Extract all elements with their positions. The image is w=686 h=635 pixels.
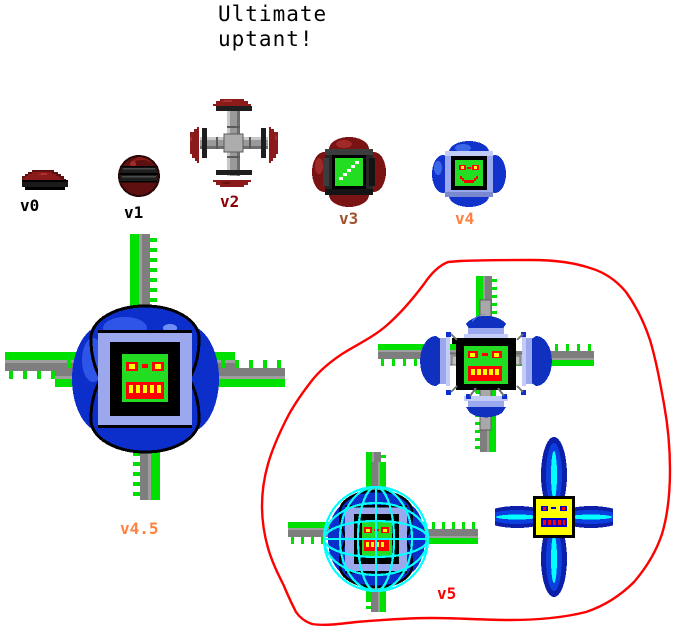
dome-sprite-v0 — [22, 166, 68, 194]
sprite-label-v3: v3 — [339, 209, 359, 228]
sprite-label-v4: v4 — [455, 209, 475, 228]
cross-sprite-v2 — [186, 96, 282, 190]
sprite-label-v0: v0 — [20, 196, 40, 215]
blade-flower-sprite-v5 — [495, 437, 613, 597]
sprite-label-v2: v2 — [220, 192, 240, 211]
cyan-wireframe-sphere — [322, 485, 430, 593]
title-line-1: Ultimate — [218, 2, 328, 26]
screen-sprite-v3 — [312, 136, 386, 208]
sprite-label-v4-5: v4.5 — [120, 519, 159, 538]
sprite-label-v1: v1 — [124, 203, 144, 222]
orb-sprite-v1 — [118, 155, 160, 197]
title-line-2: uptant! — [218, 27, 314, 51]
sprite-label-v5: v5 — [437, 584, 457, 603]
saw-robot-sprite-v4-5 — [0, 232, 290, 517]
mech-robot-sprite-v5 — [378, 276, 594, 452]
face-sprite-v4 — [432, 140, 506, 208]
